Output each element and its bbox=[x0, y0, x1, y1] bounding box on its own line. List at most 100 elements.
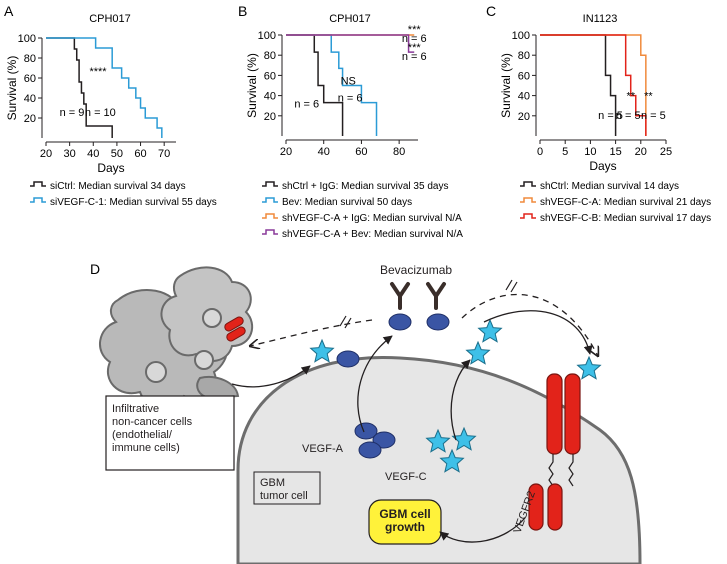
pathway-arrows bbox=[231, 293, 598, 543]
annotation-label: n = 9 bbox=[60, 107, 85, 119]
growth-badge bbox=[368, 499, 442, 545]
vegf-c-star bbox=[425, 428, 451, 453]
annotation-label: n = 5 bbox=[616, 110, 641, 122]
x-tick-label: 40 bbox=[318, 146, 330, 158]
vegfr2-receptor bbox=[528, 373, 581, 531]
y-tick-label: 60 bbox=[24, 73, 36, 85]
legend-swatch bbox=[262, 197, 278, 203]
y-axis-label: Survival (%) bbox=[5, 56, 19, 121]
annotation-label: ** bbox=[626, 91, 635, 103]
text-line: Infiltrative bbox=[112, 403, 159, 415]
annotation-label: n = 10 bbox=[85, 107, 116, 119]
annotation-label: **** bbox=[89, 66, 107, 78]
series-line bbox=[46, 37, 113, 138]
chart-title: CPH017 bbox=[89, 13, 131, 25]
annotation-label: n = 6 bbox=[402, 33, 427, 45]
panel-label-c: C bbox=[486, 3, 496, 19]
x-tick-label: 20 bbox=[635, 146, 647, 158]
legend-label: Bev: Median survival 50 days bbox=[282, 197, 412, 208]
annotation-label: *** bbox=[408, 24, 422, 36]
y-tick-label: 80 bbox=[24, 53, 36, 65]
annotation-label: n = 6 bbox=[294, 99, 319, 111]
y-axis-label: Survival (%) bbox=[499, 53, 513, 118]
y-tick-label: 40 bbox=[264, 91, 276, 103]
x-tick-label: 25 bbox=[660, 146, 672, 158]
chart-title: IN1123 bbox=[583, 13, 618, 25]
legend-swatch bbox=[30, 197, 46, 203]
y-tick-label: 100 bbox=[18, 33, 36, 45]
y-tick-label: 20 bbox=[264, 111, 276, 123]
legend-swatch bbox=[520, 213, 536, 219]
legend-label: shVEGF-C-A: Median survival 21 days bbox=[540, 197, 711, 208]
y-tick-label: 100 bbox=[258, 30, 276, 42]
x-tick-label: 80 bbox=[393, 146, 405, 158]
legend-swatch bbox=[520, 197, 536, 203]
legend-label: siCtrl: Median survival 34 days bbox=[50, 181, 186, 192]
legend-label: shVEGF-C-A + IgG: Median survival N/A bbox=[282, 213, 462, 224]
y-tick-label: 60 bbox=[264, 70, 276, 82]
bevacizumab-antibody bbox=[390, 282, 446, 310]
x-tick-label: 50 bbox=[111, 148, 123, 160]
y-axis-label: Survival (%) bbox=[245, 53, 259, 118]
x-tick-label: 15 bbox=[609, 146, 621, 158]
panel-label-a: A bbox=[4, 3, 14, 19]
series-line bbox=[286, 34, 415, 53]
text-line: GBM bbox=[260, 477, 285, 489]
panel-label-b: B bbox=[238, 3, 247, 19]
chart-title: CPH017 bbox=[329, 13, 371, 25]
legend-label: shCtrl: Median survival 14 days bbox=[540, 181, 679, 192]
annotation-label: n = 5 bbox=[598, 110, 623, 122]
y-tick-label: 80 bbox=[264, 50, 276, 62]
y-tick-label: 20 bbox=[24, 113, 36, 125]
annotation-label: NS bbox=[341, 75, 356, 87]
break-marks bbox=[339, 279, 518, 329]
text-line: immune cells) bbox=[112, 442, 180, 454]
text-line: tumor cell bbox=[260, 490, 308, 502]
y-tick-label: 40 bbox=[518, 91, 530, 103]
legend-swatch bbox=[262, 213, 278, 219]
annotation-label: n = 5 bbox=[641, 110, 666, 122]
annotation-label: n = 6 bbox=[338, 93, 363, 105]
x-tick-label: 0 bbox=[537, 146, 543, 158]
vegf-c-star bbox=[465, 340, 491, 365]
legend-swatch bbox=[30, 181, 46, 187]
immune-vegfr-receptor bbox=[224, 316, 246, 342]
infiltrative-box bbox=[105, 395, 235, 471]
annotation-label: *** bbox=[408, 42, 422, 54]
bevacizumab-label: Bevacizumab bbox=[380, 263, 452, 277]
x-tick-label: 20 bbox=[280, 146, 292, 158]
x-tick-label: 10 bbox=[584, 146, 596, 158]
panel-label-d: D bbox=[90, 261, 100, 277]
legend-label: shVEGF-C-B: Median survival 17 days bbox=[540, 213, 711, 224]
text-line: growth bbox=[385, 520, 425, 534]
vegf-c-star bbox=[576, 355, 602, 380]
y-tick-label: 40 bbox=[24, 93, 36, 105]
x-tick-label: 70 bbox=[158, 148, 170, 160]
legend-label: shCtrl + IgG: Median survival 35 days bbox=[282, 181, 448, 192]
y-tick-label: 60 bbox=[518, 70, 530, 82]
series-line bbox=[286, 34, 378, 136]
legend-label: siVEGF-C-1: Median survival 55 days bbox=[50, 197, 217, 208]
vegf-c-star bbox=[309, 338, 335, 363]
x-axis-label: Days bbox=[97, 161, 124, 175]
x-tick-label: 60 bbox=[134, 148, 146, 160]
y-tick-label: 100 bbox=[512, 30, 530, 42]
text-line: (endothelial/ bbox=[112, 429, 173, 441]
legend-swatch bbox=[262, 229, 278, 235]
x-tick-label: 20 bbox=[40, 148, 52, 160]
x-axis-label: Days bbox=[589, 159, 616, 173]
vegf-c-label: VEGF-C bbox=[385, 471, 427, 483]
vegf-a-label: VEGF-A bbox=[302, 443, 344, 455]
x-tick-label: 30 bbox=[64, 148, 76, 160]
gbm-label-box bbox=[253, 471, 321, 505]
x-tick-label: 60 bbox=[355, 146, 367, 158]
legend-swatch bbox=[520, 181, 536, 187]
